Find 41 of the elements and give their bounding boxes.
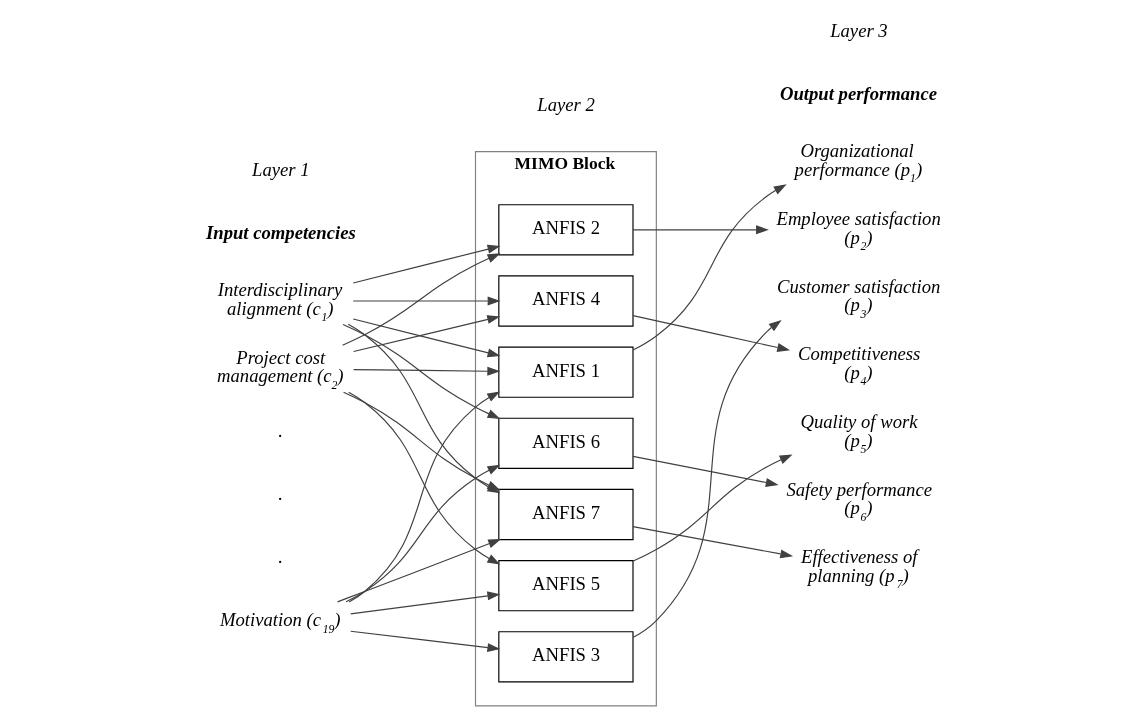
label: Layer 3 — [829, 20, 888, 42]
arrow — [352, 366, 500, 376]
node-text: Safety performance (p$_{6}$) — [785, 478, 932, 524]
node-box: ANFIS 1 — [497, 346, 634, 398]
node-box: ANFIS 7 — [497, 488, 634, 541]
arrow — [342, 391, 500, 491]
node-text: Customer satisfaction (p$_{3}$) — [776, 275, 940, 321]
arrow — [341, 323, 500, 419]
arrow — [352, 244, 500, 284]
label: Input competencies — [205, 221, 356, 243]
arrow — [336, 539, 501, 603]
node-text: Motivation (c$_{19}$) — [219, 609, 341, 636]
arrow — [632, 184, 787, 351]
node-text: Project cost management (c$_{2}$) — [216, 346, 343, 392]
node-text: Employee satisfaction (p$_{2}$) — [776, 207, 941, 254]
arrow — [631, 526, 793, 559]
label: . — [277, 420, 283, 442]
arrow — [349, 591, 500, 615]
node-text: Organizational performance (p$_{1}$) — [794, 140, 922, 186]
arrow — [341, 253, 500, 346]
arrow — [352, 296, 500, 306]
node-box: ANFIS 4 — [497, 275, 634, 327]
arrow — [631, 455, 779, 487]
label: . — [277, 546, 283, 568]
node-text: Interdisciplinary alignment (c$_{1}$) — [217, 279, 342, 325]
label: Output performance — [779, 83, 937, 105]
label: Layer 2 — [536, 93, 595, 115]
arrow — [632, 454, 793, 562]
node-text: Effectiveness of planning (p$_{7}$) — [800, 546, 918, 592]
node-text: Quality of work (p$_{5}$) — [799, 410, 918, 457]
arrow — [631, 225, 769, 235]
node-box: ANFIS 6 — [497, 417, 634, 469]
node-box: ANFIS 3 — [497, 631, 634, 683]
label: . — [277, 483, 283, 505]
arrow — [631, 314, 790, 352]
label: Layer 1 — [251, 158, 310, 180]
node-box: ANFIS 5 — [497, 560, 634, 612]
arrow — [632, 319, 782, 638]
arrow — [349, 630, 500, 653]
node-text: Competitiveness (p$_{4}$) — [797, 343, 920, 389]
node-box: ANFIS 2 — [497, 204, 634, 256]
